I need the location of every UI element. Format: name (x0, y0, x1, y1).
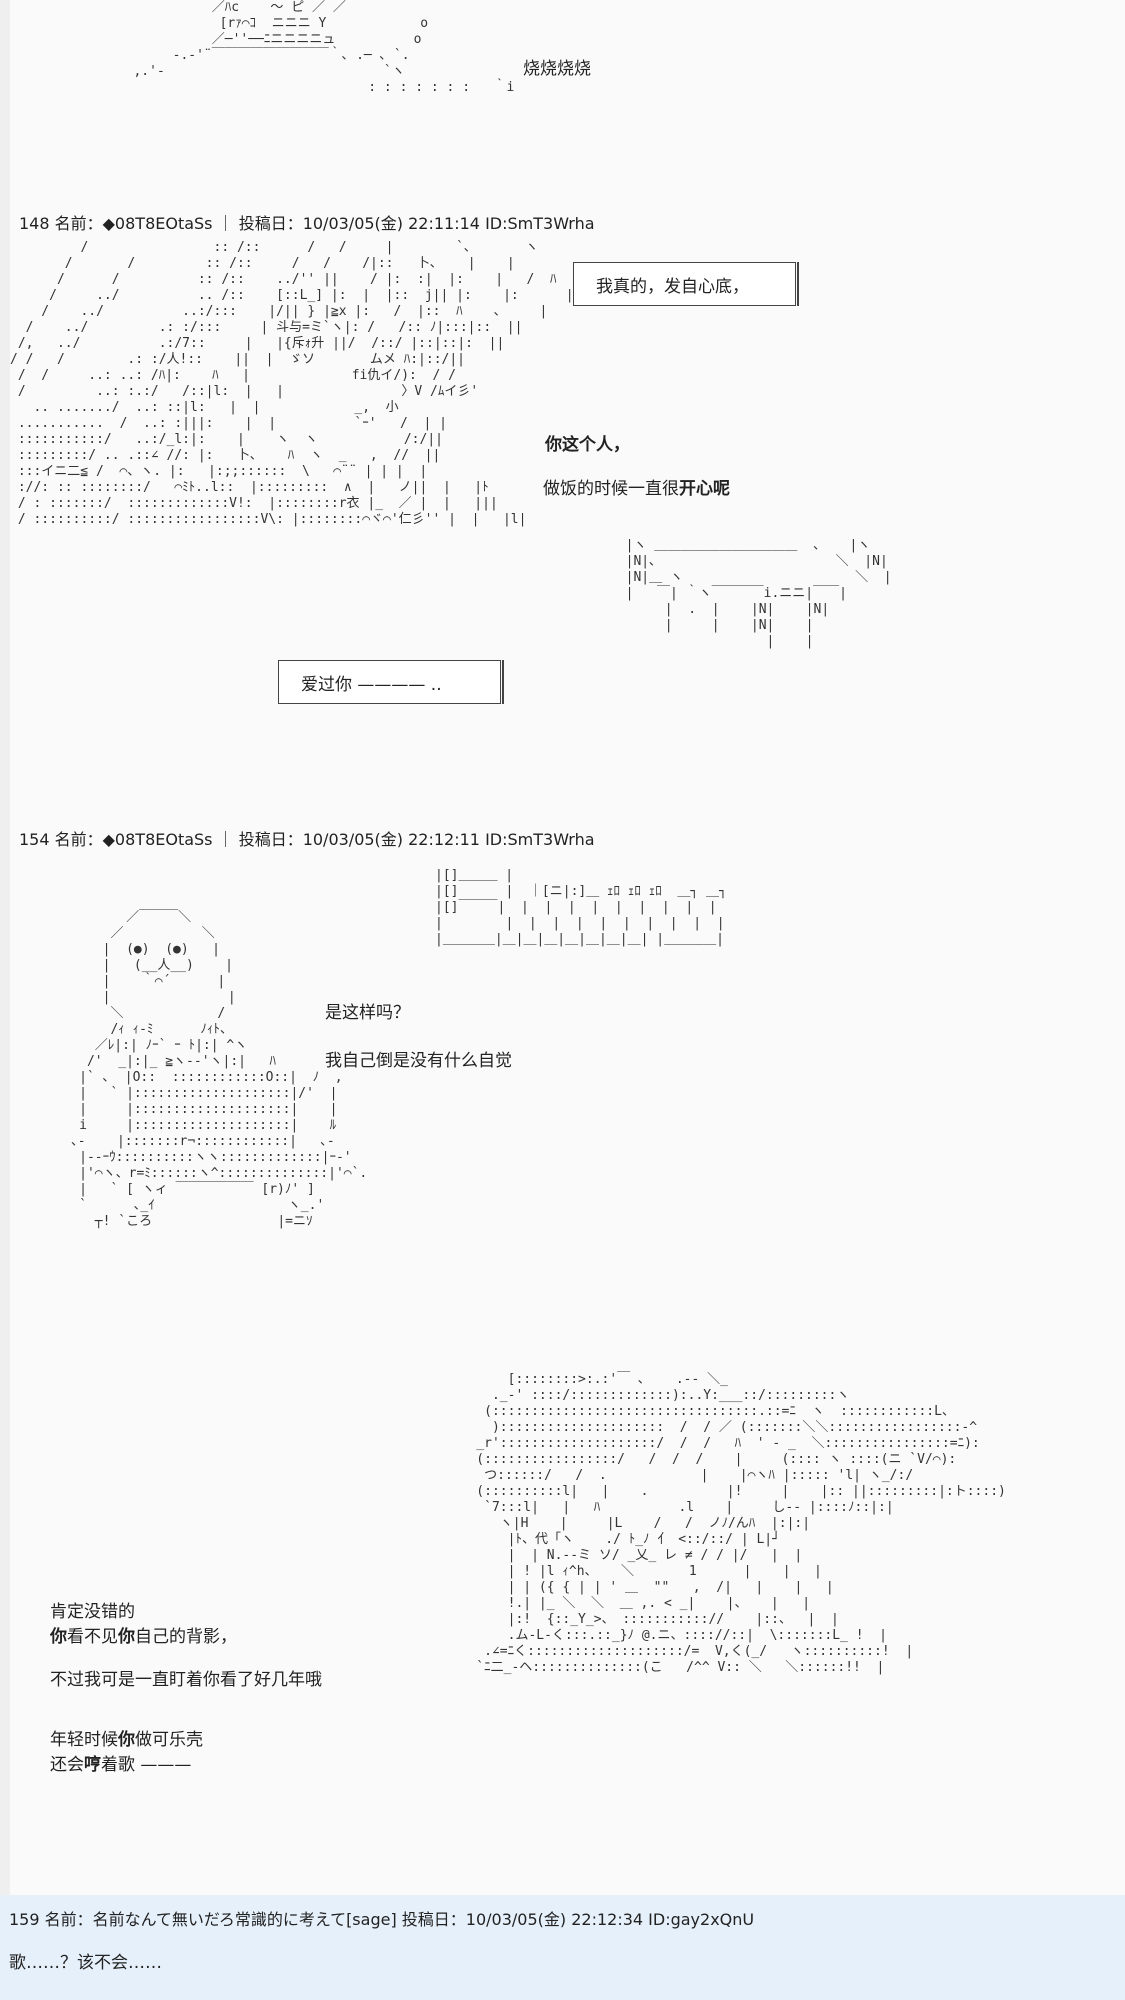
post148-line-2: 做饭的时候一直很开心呢 (543, 474, 730, 499)
post154-line-7-a: 还会 (50, 1755, 84, 1775)
post154-line-1: 是这样吗？ (325, 1003, 410, 1023)
left-margin (0, 0, 10, 1895)
post154-line-7-b: 哼 (84, 1755, 101, 1775)
post-header-148: 148 名前：◆08T8EOtaSs ｜ 投稿日：10/03/05(金) 22:… (19, 214, 595, 233)
ascii-art-old-man: [::::::::>:.:'￣ ､ .-‐ ＼_ ._-' ::::/:::::… (476, 1372, 1006, 1675)
reply-body-159: 歌……？该不会…… (9, 1953, 162, 1973)
post154-line-6-c: 做可乐壳 (135, 1730, 203, 1750)
post154-line-6-b: 你 (118, 1730, 135, 1750)
post-header-159: 159 名前：名前なんて無いだろ常識的に考えて[sage] 投稿日：10/03/… (9, 1910, 755, 1929)
ascii-art-table: |ヽ ＿＿＿＿＿＿＿＿＿＿＿ 、 |ヽ |N|､ ＼ |N| |N|＿ ヽ ＼ … (625, 538, 892, 649)
speech-box-bottom-text: 爱过你 ———— .. (301, 674, 442, 695)
post154-line-4-a: 你 (50, 1627, 67, 1647)
post154-line-7: 还会哼着歌 ——— (50, 1750, 191, 1775)
ascii-art-man: ／￣￣￣＼ ／ ＼ | (●) (●) | | (__人__) | | ｀⌒´ … (71, 910, 368, 1229)
post154-line-4-c: 你 (118, 1627, 135, 1647)
post-header-154: 154 名前：◆08T8EOtaSs ｜ 投稿日：10/03/05(金) 22:… (19, 830, 595, 849)
ascii-art-top: ／ﾊc ～ ピ ／ ／ [rｧ⌒ｺ ニニニ Y o ／─''──ﾆニニニニュ o… (133, 0, 515, 95)
post154-line-4-b: 看不见 (67, 1627, 118, 1647)
sfx-text: 烧烧烧烧 (523, 59, 591, 79)
reply-post-159 (0, 1895, 1125, 2000)
speech-box-bottom: 爱过你 ———— .. (278, 660, 504, 704)
post148-line-2-a: 做饭的时候一直很 (543, 479, 679, 499)
speech-box-top-text: 我真的，发自心底， (596, 276, 749, 297)
post154-line-4: 你看不见你自己的背影， (50, 1622, 237, 1647)
post148-line-1-text: 你这个人， (545, 435, 630, 455)
ascii-art-shelves: |[]＿＿＿ | |[] | ｜[ニ|:]＿ ｪﾛ ｪﾛ ｪﾛ ＿┐ ＿┐ |[… (435, 868, 727, 947)
post154-line-6: 年轻时候你做可乐壳 (50, 1725, 203, 1750)
post148-line-1: 你这个人， (545, 430, 630, 455)
post154-line-4-d: 自己的背影， (135, 1627, 237, 1647)
post154-line-5: 不过我可是一直盯着你看了好几年哦 (50, 1670, 322, 1690)
ascii-art-woman: / :: /:: / / | `､ ヽ / / :: /:: / / /|:: … (10, 240, 574, 527)
post148-line-2-b: 开心 (679, 479, 713, 499)
post154-line-7-c: 着歌 ——— (101, 1755, 192, 1775)
thread-content: ／ﾊc ～ ピ ／ ／ [rｧ⌒ｺ ニニニ Y o ／─''──ﾆニニニニュ o… (10, 0, 1125, 1895)
post154-line-2: 我自己倒是没有什么自觉 (325, 1051, 512, 1071)
post154-line-3: 肯定没错的 (50, 1602, 135, 1622)
speech-box-top: 我真的，发自心底， (573, 262, 799, 306)
post148-line-2-c: 呢 (713, 479, 730, 499)
post154-line-6-a: 年轻时候 (50, 1730, 118, 1750)
